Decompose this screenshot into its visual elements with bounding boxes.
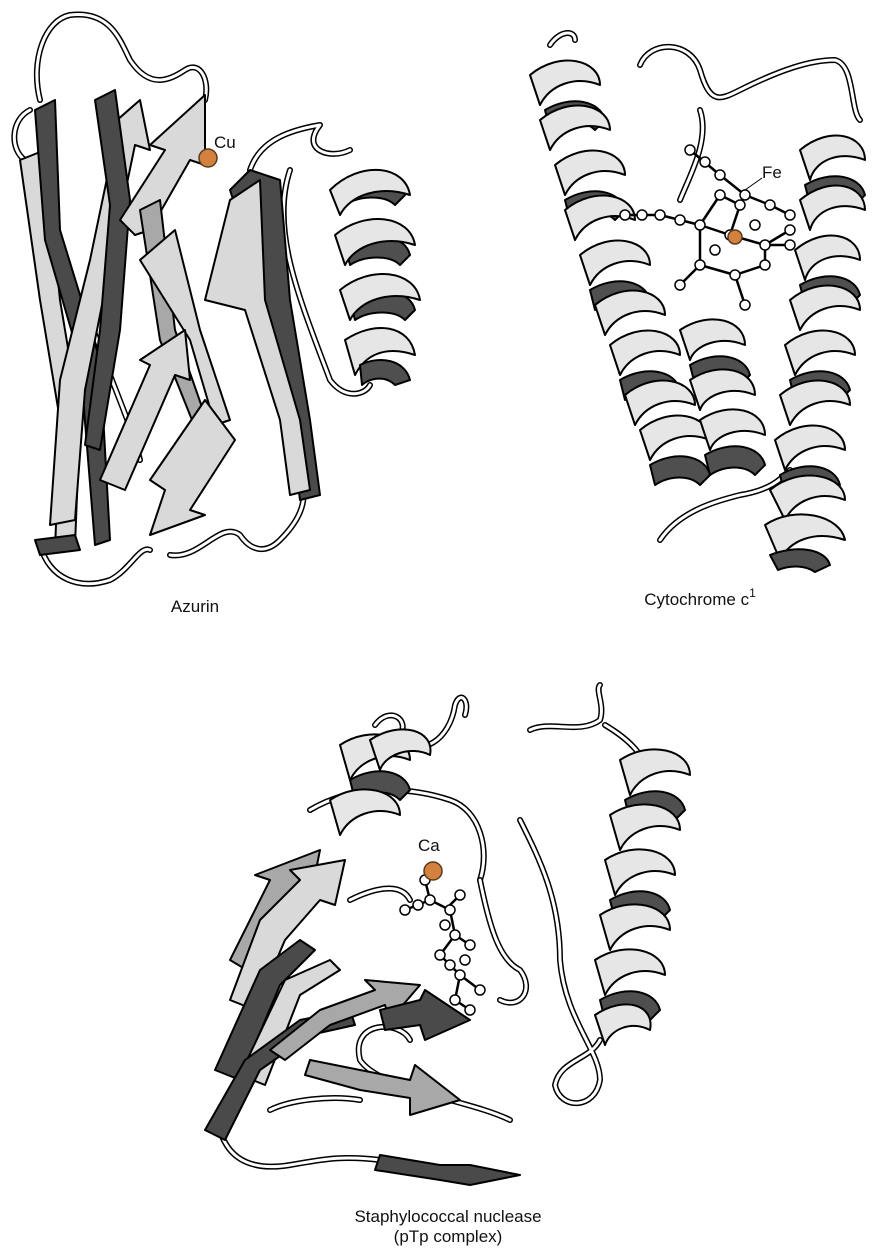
azurin-beta-strands bbox=[20, 90, 320, 555]
cytochrome-helix-right bbox=[765, 136, 865, 572]
nuclease-caption-line1: Staphylococcal nuclease bbox=[354, 1207, 541, 1226]
azurin-strand-12 bbox=[35, 535, 80, 555]
calcium-ion bbox=[424, 862, 442, 880]
cytochrome-panel: Fe Cytochrome c1 bbox=[530, 33, 865, 609]
cytochrome-caption: Cytochrome c1 bbox=[644, 586, 756, 609]
iron-ion bbox=[728, 230, 742, 244]
cytochrome-caption-superscript: 1 bbox=[749, 586, 756, 600]
nuclease-strand-9 bbox=[375, 1155, 520, 1185]
calcium-label: Ca bbox=[418, 836, 440, 855]
nuclease-helix-top bbox=[330, 729, 430, 835]
nuclease-strand-7 bbox=[305, 1060, 460, 1115]
azurin-panel: Cu Azurin bbox=[14, 14, 420, 616]
azurin-helix bbox=[330, 170, 420, 385]
azurin-caption: Azurin bbox=[171, 597, 219, 616]
nuclease-beta-strands bbox=[205, 850, 520, 1185]
iron-label: Fe bbox=[762, 163, 782, 182]
nuclease-helix-right bbox=[595, 749, 690, 1045]
copper-label: Cu bbox=[214, 133, 236, 152]
nuclease-caption-line2: (pTp complex) bbox=[394, 1227, 503, 1246]
nuclease-panel: Ca Staphylococcal nuclease (pTp complex) bbox=[205, 685, 690, 1246]
cytochrome-caption-main: Cytochrome c bbox=[644, 590, 749, 609]
cytochrome-helix-left bbox=[530, 61, 710, 485]
iron-leader-line bbox=[745, 178, 762, 190]
